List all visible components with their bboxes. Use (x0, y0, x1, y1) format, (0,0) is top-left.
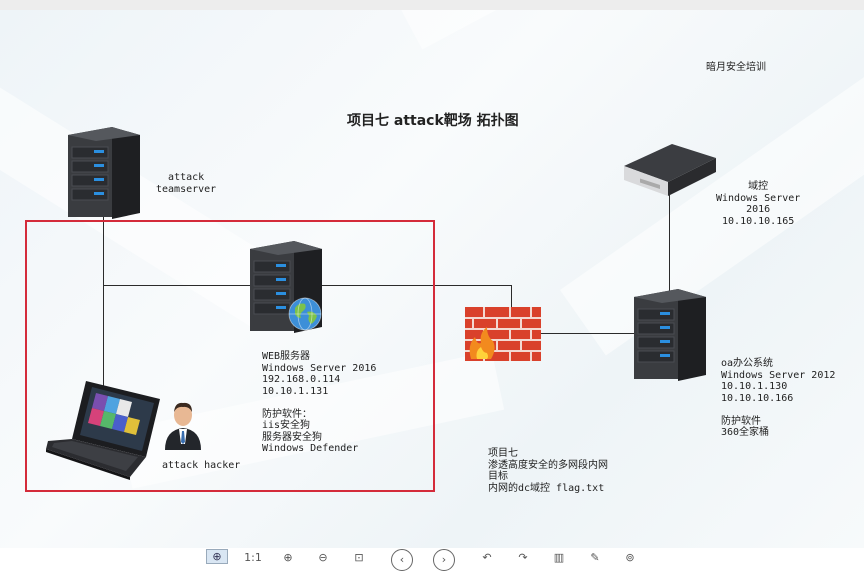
oa-server-label: oa办公系统 Windows Server 2012 10.10.1.130 1… (721, 358, 836, 438)
link-firewall-elbow (511, 285, 512, 310)
locate-icon[interactable]: ⊕ (206, 549, 228, 564)
brand-label: 暗月安全培训 (706, 62, 766, 73)
teamserver-tower-icon (68, 127, 140, 219)
attacker-label: attack hacker (162, 460, 241, 471)
web-server-label: WEB服务器 Windows Server 2016 192.168.0.114… (262, 351, 377, 454)
domain-controller-server-icon (624, 144, 716, 196)
link-web-firewall (322, 285, 512, 286)
dmz-highlight-box (25, 220, 435, 492)
fullscreen-icon[interactable]: ⊡ (354, 551, 364, 564)
laptop-icon (46, 381, 160, 480)
domain-controller-label: 域控 Windows Server 2016 10.10.10.165 (716, 181, 801, 227)
delete-icon[interactable]: ▥ (553, 551, 565, 564)
edit-icon[interactable]: ✎ (590, 551, 600, 564)
oa-server-tower-icon (634, 289, 706, 381)
link-teamserver-web (103, 285, 253, 286)
hacker-person-icon (165, 402, 201, 450)
teamserver-label: attack teamserver (156, 172, 217, 195)
viewer-toolbar (0, 548, 864, 564)
project-notes: 项目七 渗透高度安全的多网段内网 目标 内网的dc域控 flag.txt (488, 448, 608, 494)
zoom-out-icon[interactable]: ⊖ (318, 551, 328, 564)
zoom-in-icon[interactable]: ⊕ (283, 551, 293, 564)
redo-icon[interactable]: ↷ (518, 551, 528, 564)
link-teamserver-vertical (103, 215, 104, 390)
link-dc-oa (669, 195, 670, 293)
firewall-icon (465, 307, 541, 361)
link-firewall-oa (540, 333, 635, 334)
diagram-title: 项目七 attack靶场 拓扑图 (347, 113, 519, 129)
settings-icon[interactable]: ⊚ (625, 551, 635, 564)
prev-icon[interactable]: ‹ (391, 549, 413, 571)
next-icon[interactable]: › (433, 549, 455, 571)
undo-icon[interactable]: ↶ (482, 551, 492, 564)
globe-icon (288, 297, 322, 331)
actual-size-button[interactable]: 1:1 (244, 551, 262, 564)
